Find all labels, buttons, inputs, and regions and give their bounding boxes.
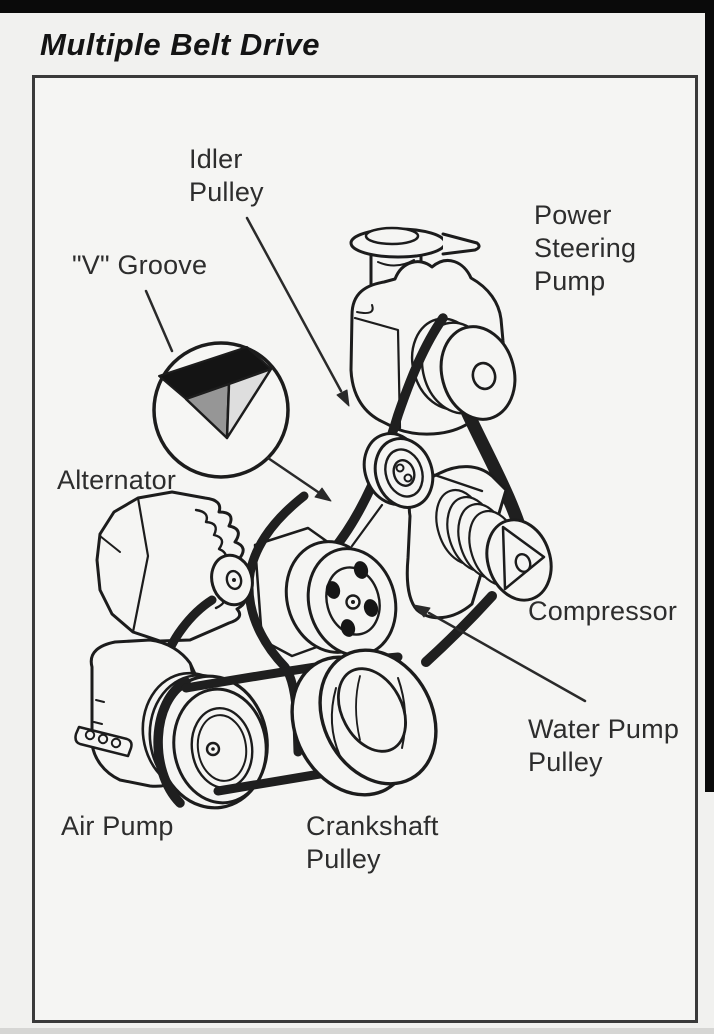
scan-edge-top-bar xyxy=(0,0,714,13)
alternator-pulley xyxy=(210,553,254,607)
idler-pulley-drawing xyxy=(362,432,435,509)
label-alternator: Alternator xyxy=(57,465,177,495)
scan-edge-bottom-bar xyxy=(0,1028,714,1034)
label-water-pump-pulley: Water Pump Pulley xyxy=(528,714,680,777)
v-groove-inset xyxy=(152,341,290,479)
power-steering-pulley-face xyxy=(439,325,517,421)
belt-airpump-wrap xyxy=(153,677,191,808)
compressor-drawing xyxy=(405,465,553,620)
page-title: Multiple Belt Drive xyxy=(40,27,320,62)
label-compressor: Compressor xyxy=(528,596,678,626)
label-air-pump: Air Pump xyxy=(61,811,174,841)
label-crankshaft-pulley: Crankshaft Pulley xyxy=(306,811,439,874)
label-idler-pulley: Idler Pulley xyxy=(189,144,264,207)
leader-lines xyxy=(144,216,587,703)
belt-alternator-run xyxy=(244,491,309,757)
crankshaft-pulley-drawing xyxy=(290,648,438,797)
water-pump-pulley-drawing xyxy=(284,540,398,657)
label-v-groove: "V" Groove xyxy=(72,250,208,280)
label-power-steering-pump: Power Steering Pump xyxy=(534,200,637,296)
scan-edge-right-bar xyxy=(705,0,714,792)
